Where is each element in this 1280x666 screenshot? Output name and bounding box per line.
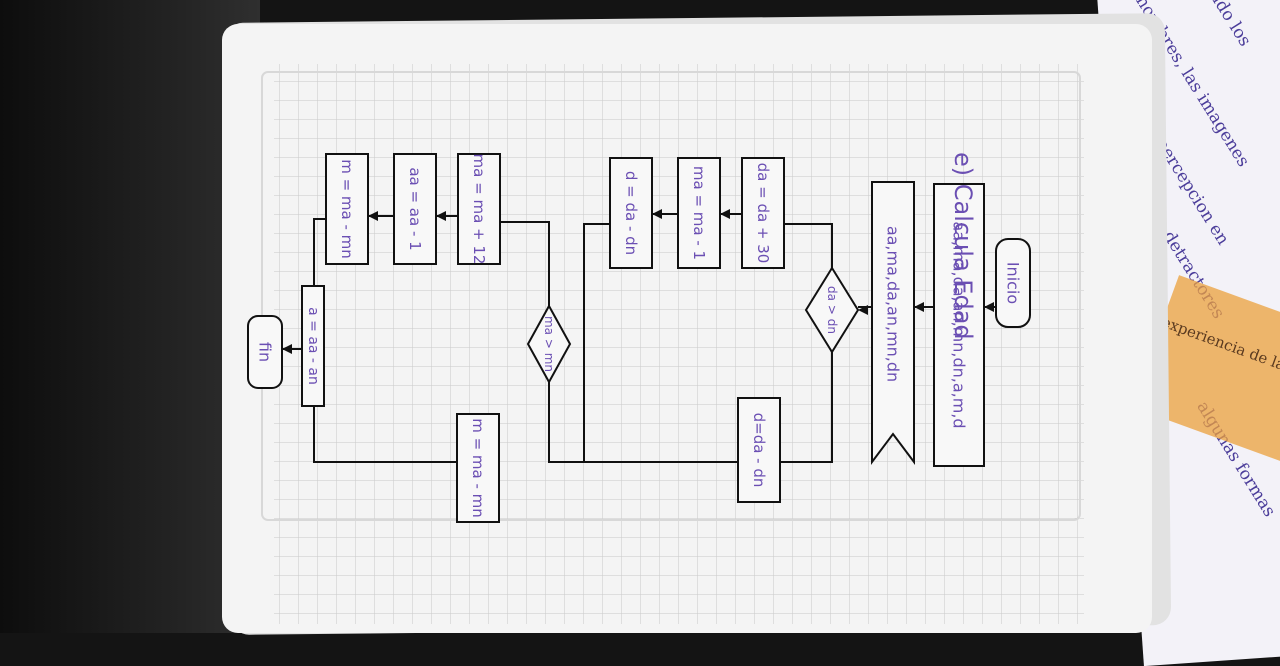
side-note: experiencia de la bbox=[1159, 312, 1280, 375]
assign-d-false-box bbox=[737, 397, 781, 503]
end-terminator bbox=[247, 315, 283, 389]
condition-months-label: ma > mn bbox=[542, 315, 556, 373]
assign-aa-dec-label: aa = aa - 1 bbox=[406, 167, 424, 251]
condition-days-label: da > dn bbox=[825, 286, 839, 334]
assign-d-true-label: d = da - dn bbox=[622, 170, 640, 256]
arrow-heads bbox=[282, 209, 994, 354]
input-box bbox=[871, 181, 915, 465]
notebook-page: e) Calcula Edad Inicio aa,ma,da,an,mn,dn… bbox=[222, 24, 1152, 633]
assign-m-true-box bbox=[325, 153, 369, 265]
start-label: Inicio bbox=[1003, 261, 1023, 305]
assign-aa-dec-box bbox=[393, 153, 437, 265]
assign-d-false-label: d=da - dn bbox=[750, 412, 768, 488]
flowchart-svg bbox=[247, 64, 1084, 624]
assign-ma-inc-label: ma = ma + 12 bbox=[470, 153, 488, 265]
assign-m-true-label: m = ma - mn bbox=[338, 159, 356, 259]
start-terminator bbox=[995, 238, 1031, 328]
side-note: ndo los bbox=[1205, 0, 1255, 51]
dark-background bbox=[0, 0, 260, 633]
declaration-label: aa,ma,da,an,mn,dn,a,m,d bbox=[949, 221, 969, 429]
assign-ma-dec-label: ma = ma - 1 bbox=[690, 165, 708, 261]
assign-m-false-label: m = ma - mn bbox=[469, 418, 487, 518]
assign-da-label: da = da + 30 bbox=[754, 162, 772, 264]
end-label: fin bbox=[255, 341, 275, 363]
page-margin-box bbox=[261, 71, 1081, 521]
flow-lines bbox=[282, 213, 996, 463]
assign-m-false-box bbox=[456, 413, 500, 523]
declaration-box bbox=[933, 183, 985, 467]
assign-a-label: a = aa - an bbox=[305, 307, 321, 385]
input-label: aa,ma,da,an,mn,dn bbox=[883, 225, 903, 383]
assign-ma-inc-box bbox=[457, 153, 501, 265]
